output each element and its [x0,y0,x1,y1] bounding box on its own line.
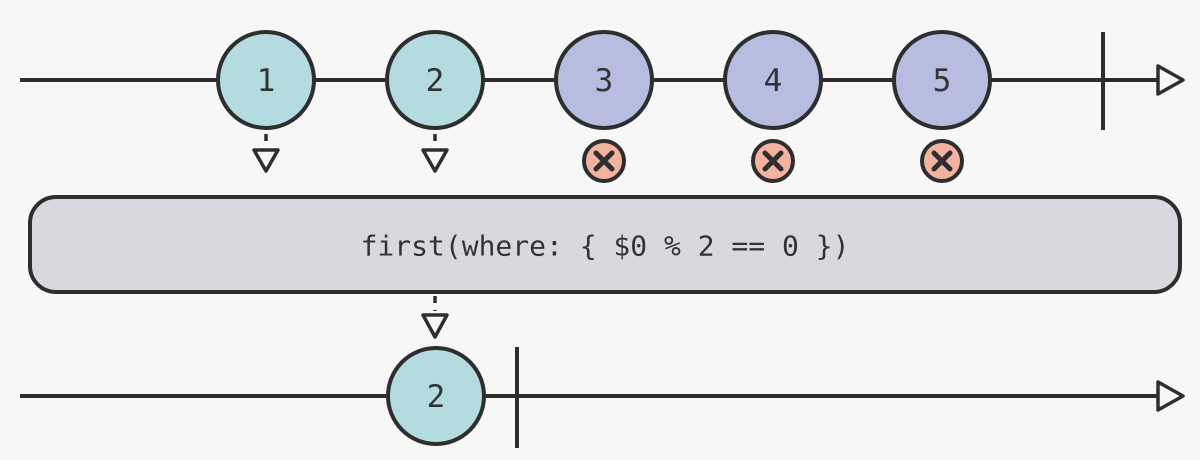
input-event: 3 [554,30,654,130]
operator-label: first(where: { $0 % 2 == 0 }) [361,230,850,263]
input-timeline-arrow-icon [1156,64,1185,96]
output-timeline-arrow-icon [1156,380,1185,412]
event-circle [723,30,823,130]
operator-output-arrow-tip [421,313,449,339]
operator-box-rect [28,195,1182,294]
emit-arrow-tip [421,148,449,173]
event-value: 2 [426,63,445,99]
operator-output-arrow-icon [421,296,449,339]
discard-x-glyph [931,150,953,172]
emit-arrow-tip [252,148,280,173]
output-timeline: 2 [20,346,1185,448]
event-circle [892,30,992,130]
input-event: 1 [216,30,316,130]
input-timeline: 1 2 3 4 5 [20,30,1185,183]
discard-x-glyph [762,150,784,172]
input-event: 5 [892,30,992,130]
discard-x-glyph [593,150,615,172]
event-circle [386,346,486,446]
event-value: 2 [427,379,446,415]
output-event: 2 [386,346,486,446]
event-value: 4 [764,63,783,99]
emit-arrow-icon [421,134,449,173]
operator-box: first(where: { $0 % 2 == 0 }) [28,195,1182,294]
event-circle [216,30,316,130]
discard-x-icon [920,139,964,183]
event-circle [554,30,654,130]
discard-x-icon [751,139,795,183]
emit-arrow-icon [252,134,280,173]
event-value: 3 [595,63,614,99]
discard-x-icon [582,139,626,183]
event-circle [385,30,485,130]
input-event: 4 [723,30,823,130]
event-value: 5 [933,63,952,99]
input-event: 2 [385,30,485,130]
event-value: 1 [257,63,276,99]
